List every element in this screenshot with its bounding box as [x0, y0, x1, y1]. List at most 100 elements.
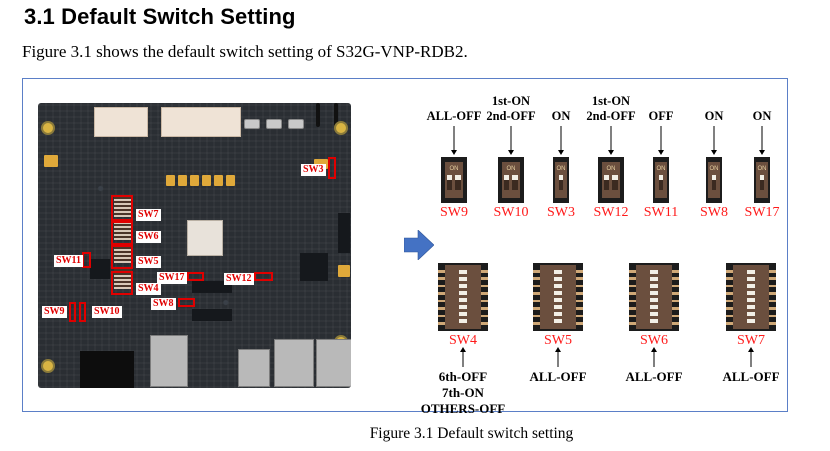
switch-state-line: ALL-OFF [625, 369, 683, 384]
pointer-line [653, 351, 655, 367]
switch-body: ON [756, 161, 768, 199]
switch-label-sw10: SW10 [493, 205, 529, 220]
switch-state-line: ON [704, 109, 724, 123]
dip-pin [533, 322, 540, 325]
switch-slot [455, 174, 461, 190]
dip-position [553, 319, 562, 324]
mount-hole [41, 359, 55, 373]
figure-frame [22, 78, 788, 412]
capacitor [166, 175, 175, 186]
dip-position [553, 277, 562, 281]
switch-body: ON [601, 161, 621, 199]
dip-position [649, 277, 658, 281]
mount-hole [334, 121, 348, 135]
switch-body: ON [655, 161, 667, 199]
dip-photo-sw5 [533, 263, 583, 331]
switch-photo-sw9: ON [441, 157, 467, 203]
dip-pin [481, 322, 488, 325]
dip-pin [481, 299, 488, 303]
dip-pin [726, 284, 733, 288]
ic [338, 213, 350, 253]
figure-caption-text: Figure 3.1 Default switch setting [369, 425, 574, 442]
dip-switch-sw7 [114, 197, 132, 217]
switch-knob-off [612, 174, 618, 180]
dip-body [636, 265, 672, 329]
switch-slot [559, 174, 563, 190]
arrow-down-icon [451, 150, 457, 155]
dip-position [746, 270, 755, 274]
dip-position [649, 284, 658, 289]
switch-knob-on [712, 174, 716, 180]
switch-slot [512, 174, 518, 190]
callout-box-sw3 [328, 157, 336, 179]
switch-knob-on [604, 174, 610, 180]
capacitor [190, 175, 199, 186]
dip-pin [438, 314, 445, 318]
dip-pin [726, 314, 733, 318]
switch-on-marking: ON [506, 165, 516, 172]
header-connector-2 [161, 107, 241, 137]
dip-pin [629, 269, 636, 273]
dip-pin [726, 269, 733, 273]
dip-pin [533, 269, 540, 273]
dip-position [458, 298, 467, 303]
switch-knob-on [760, 174, 764, 180]
switch-label-sw6: SW6 [640, 333, 668, 348]
dip-pin [769, 322, 776, 325]
dip-body [540, 265, 576, 329]
switch-knob-off [455, 174, 461, 180]
pointer-line [557, 351, 559, 367]
arrow-up-icon [748, 347, 754, 352]
dip-pin [726, 292, 733, 295]
switch-slot [604, 174, 610, 190]
pointer-line [510, 126, 512, 151]
ic [90, 259, 110, 279]
dip-pin [672, 299, 679, 303]
usb-port-2 [266, 119, 282, 129]
switch-slot [712, 174, 716, 190]
dip-pin [769, 314, 776, 318]
switch-state-sw17: ON [753, 109, 772, 124]
dip-pin [576, 292, 583, 295]
switch-knob-on [504, 174, 510, 180]
switch-state-line: 7th-ON [442, 385, 484, 400]
arrow-down-icon [608, 150, 614, 155]
dip-photo-sw7 [726, 263, 776, 331]
switch-state-sw8: ON [705, 109, 724, 124]
dip-position [553, 305, 562, 310]
capacitor [44, 155, 58, 167]
dip-pin [769, 269, 776, 273]
switch-state-sw11: OFF [649, 109, 674, 124]
switch-photo-sw8: ON [706, 157, 722, 203]
pointer-line [761, 126, 763, 151]
dip-pin [576, 307, 583, 310]
callout-label-sw4: SW4 [136, 283, 161, 295]
dip-switch-sw6 [114, 220, 132, 240]
switch-body: ON [555, 161, 567, 199]
dip-pin [438, 292, 445, 295]
callout-box-sw8 [178, 298, 195, 307]
dip-switch-sw4 [114, 269, 132, 289]
switch-knob-off [512, 174, 518, 180]
capacitor [178, 175, 187, 186]
switch-state-line: 6th-OFF [438, 369, 488, 384]
switch-photo-sw12: ON [598, 157, 624, 203]
dip-position [458, 305, 467, 310]
callout-label-sw9: SW9 [42, 306, 67, 318]
pointer-line [560, 126, 562, 151]
callout-label-sw6: SW6 [136, 231, 161, 243]
switch-state-sw5: ALL-OFF [529, 369, 586, 385]
dip-pin [672, 277, 679, 280]
arrow-down-icon [508, 150, 514, 155]
callout-box-sw12 [254, 272, 273, 281]
dip-position [553, 291, 562, 296]
switch-state-line: ALL-OFF [722, 369, 780, 384]
intro-paragraph: Figure 3.1 shows the default switch sett… [22, 42, 468, 61]
ic [300, 253, 328, 281]
dip-position [649, 319, 658, 324]
switch-knob-off [447, 174, 453, 180]
dip-position [746, 291, 755, 296]
switch-state-line: ALL-OFF [426, 109, 482, 123]
